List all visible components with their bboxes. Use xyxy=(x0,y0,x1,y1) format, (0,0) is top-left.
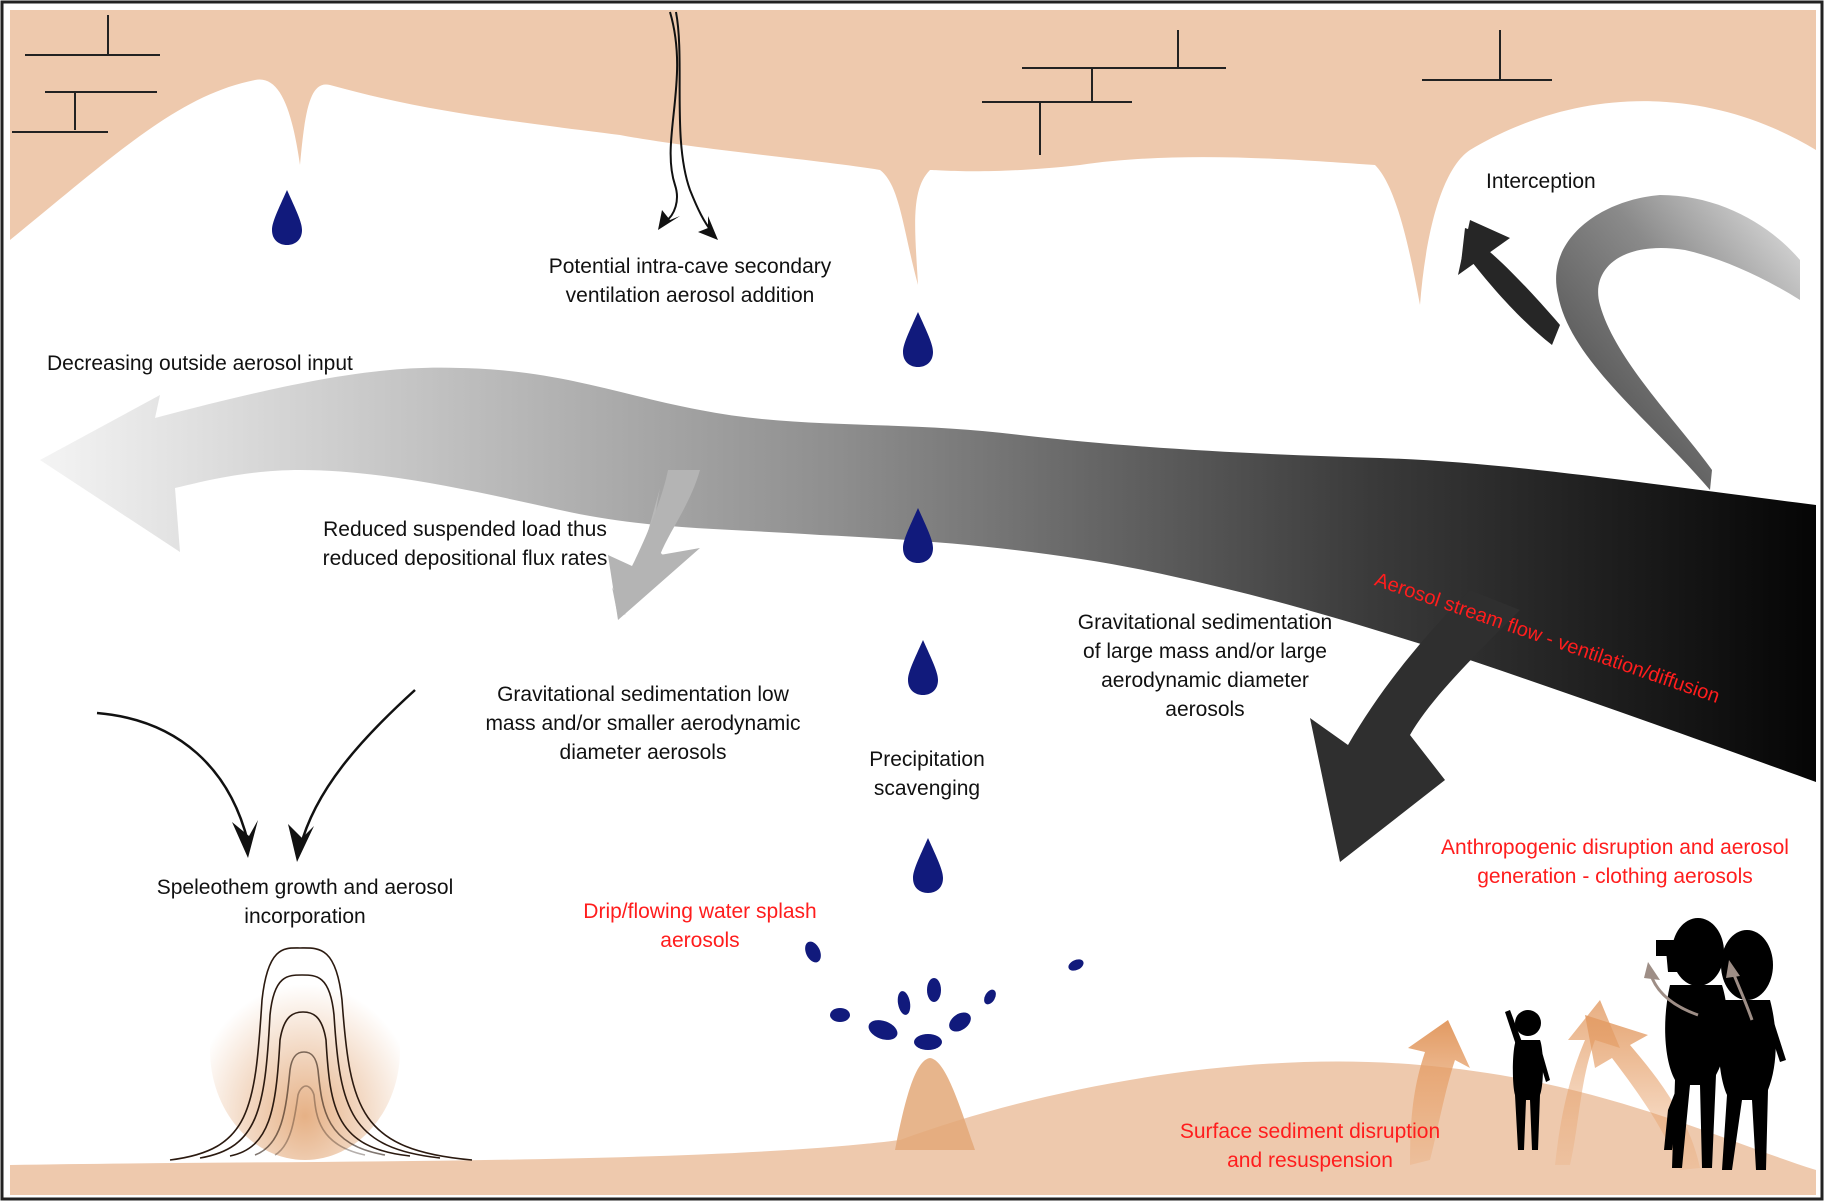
speleothem-line2: incorporation xyxy=(140,902,470,931)
intra-cave-label: Potential intra-cave secondary ventilati… xyxy=(530,252,850,310)
grav-small-line2: mass and/or smaller aerodynamic xyxy=(473,709,813,738)
drip-splash-line2: aerosols xyxy=(575,926,825,955)
grav-large-label: Gravitational sedimentation of large mas… xyxy=(1055,608,1355,724)
interception-label: Interception xyxy=(1486,167,1596,196)
drip-splash-line1: Drip/flowing water splash xyxy=(575,897,825,926)
grav-large-line3: aerodynamic diameter xyxy=(1055,666,1355,695)
intra-cave-label-line1: Potential intra-cave secondary xyxy=(530,252,850,281)
reduced-load-line2: reduced depositional flux rates xyxy=(300,544,630,573)
precipitation-line1: Precipitation xyxy=(842,745,1012,774)
precipitation-label: Precipitation scavenging xyxy=(842,745,1012,803)
grav-large-line4: aerosols xyxy=(1055,695,1355,724)
precipitation-line2: scavenging xyxy=(842,774,1012,803)
speleothem-label: Speleothem growth and aerosol incorporat… xyxy=(140,873,470,931)
grav-small-line1: Gravitational sedimentation low xyxy=(473,680,813,709)
anthropogenic-label: Anthropogenic disruption and aerosol gen… xyxy=(1425,833,1805,891)
grav-small-label: Gravitational sedimentation low mass and… xyxy=(473,680,813,767)
anthropogenic-line2: generation - clothing aerosols xyxy=(1425,862,1805,891)
surface-sediment-line2: and resuspension xyxy=(1160,1146,1460,1175)
intra-cave-label-line2: ventilation aerosol addition xyxy=(530,281,850,310)
reduced-load-line1: Reduced suspended load thus xyxy=(300,515,630,544)
surface-sediment-line1: Surface sediment disruption xyxy=(1160,1117,1460,1146)
grav-small-line3: diameter aerosols xyxy=(473,738,813,767)
grav-large-line1: Gravitational sedimentation xyxy=(1055,608,1355,637)
speleothem-line1: Speleothem growth and aerosol xyxy=(140,873,470,902)
decreasing-input-label: Decreasing outside aerosol input xyxy=(47,349,353,378)
reduced-load-label: Reduced suspended load thus reduced depo… xyxy=(300,515,630,573)
drip-splash-label: Drip/flowing water splash aerosols xyxy=(575,897,825,955)
surface-sediment-label: Surface sediment disruption and resuspen… xyxy=(1160,1117,1460,1175)
anthropogenic-line1: Anthropogenic disruption and aerosol xyxy=(1425,833,1805,862)
grav-large-line2: of large mass and/or large xyxy=(1055,637,1355,666)
